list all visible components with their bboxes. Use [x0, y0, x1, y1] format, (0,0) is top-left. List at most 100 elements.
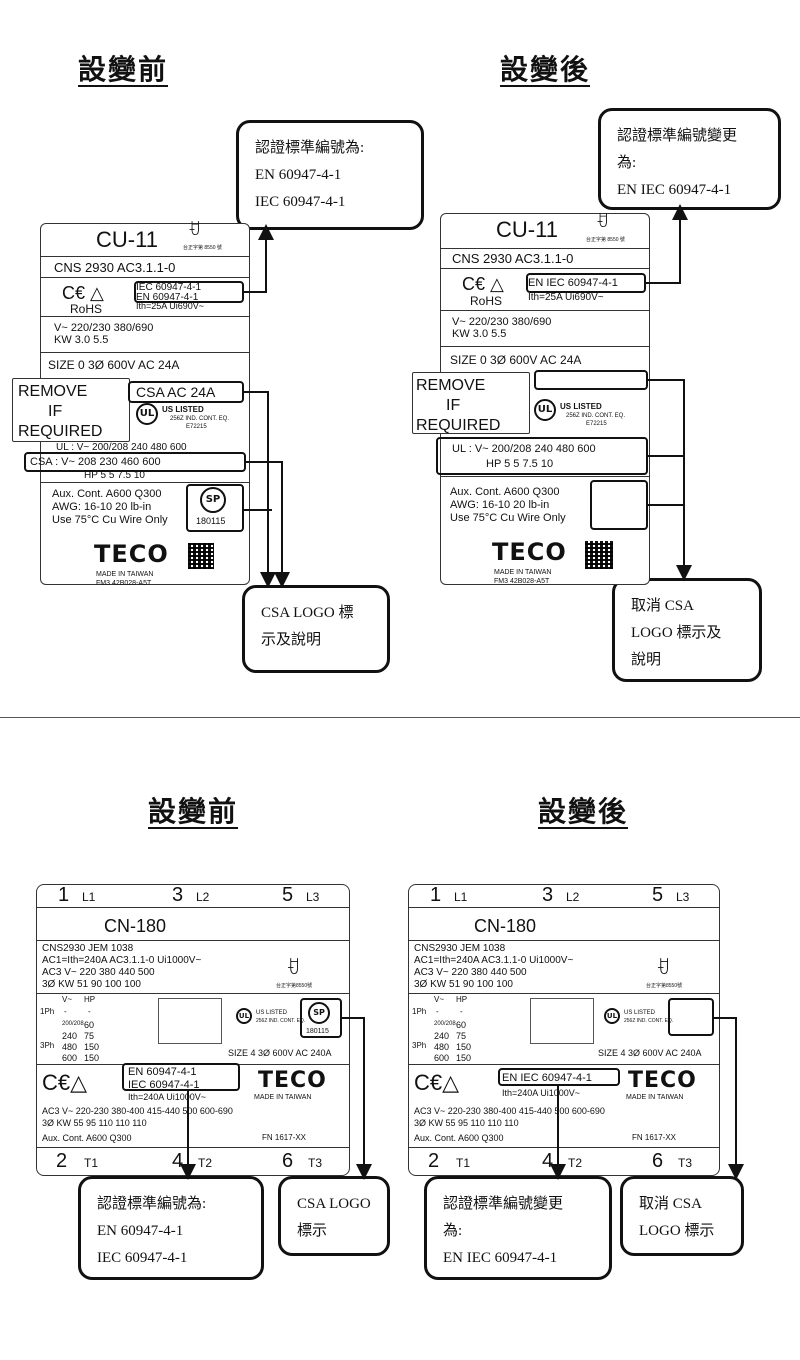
terminal-6: 6: [282, 1150, 294, 1172]
ac3-line: AC3 V~ 220 380 440 500: [42, 967, 155, 978]
hp-row: HP 5 5 7.5 10: [84, 470, 145, 481]
ac3-line: AC3 V~ 220 380 440 500: [414, 967, 527, 978]
callout-after-cert-standard: 認證標準編號變更 為: EN IEC 60947-4-1: [598, 108, 781, 210]
voltage-row: V~ 220/230 380/690: [452, 316, 552, 328]
callout-before-csa-logo-bottom: CSA LOGO 標示: [278, 1176, 390, 1256]
made-in-text: MADE IN TAIWAN: [626, 1094, 684, 1101]
terminal-t3: T3: [678, 1156, 693, 1170]
remove-line-3: REQUIRED: [18, 423, 103, 440]
ul-listed-text: US LISTED: [560, 402, 602, 411]
qr-code-icon: [585, 541, 613, 569]
kw-rating-row: 3Ø KW 55 95 110 110 110: [414, 1118, 519, 1128]
hp-table-hp: 60: [84, 1020, 95, 1030]
terminal-t1: T1: [84, 1156, 99, 1170]
terminal-t3: T3: [308, 1156, 323, 1170]
remove-line-2: IF: [446, 397, 461, 414]
callout-line: 標示: [297, 1223, 328, 1239]
csa-number: 180115: [196, 516, 226, 526]
cns-line: CNS2930 JEM 1038: [414, 943, 506, 954]
ul-voltage-row: UL : V~ 200/208 240 480 600: [56, 442, 187, 453]
terminal-4: 4: [542, 1150, 554, 1172]
hp-header: HP: [456, 995, 468, 1004]
cns-line: CNS 2930 AC3.1.1-0: [452, 251, 574, 266]
callout-line: 為:: [443, 1223, 463, 1239]
cert-mark-text: 台正字第8550號: [646, 983, 683, 989]
callout-line: 為:: [617, 155, 637, 171]
hp-table-v: 600: [62, 1053, 78, 1063]
cns-line: CNS 2930 AC3.1.1-0: [54, 260, 176, 275]
teco-logo: TECO: [94, 540, 169, 568]
kw-line: 3Ø KW 51 90 100 100: [414, 979, 513, 990]
size-line: SIZE 0 3Ø 600V AC 24A: [48, 358, 180, 372]
ith-line: Ith=240A Ui1000V~: [128, 1092, 207, 1102]
model-name: CU-11: [96, 227, 158, 252]
hp-table-hp: 150: [456, 1042, 472, 1052]
standard-line-2: IEC 60947-4-1: [128, 1079, 200, 1091]
e-number: E72215: [586, 421, 607, 427]
hp-table-hp: 75: [456, 1031, 467, 1041]
standard-line-1: IEC 60947-4-1: [136, 282, 202, 293]
model-name: CN-180: [104, 916, 167, 936]
terminal-t1: T1: [456, 1156, 471, 1170]
ul-listed-icon: UL: [604, 1008, 620, 1024]
callout-before-cert-standard: 認證標準編號為: EN 60947-4-1 IEC 60947-4-1: [236, 120, 424, 230]
top-after-heading: 設變後: [500, 53, 591, 86]
callout-line: 取消 CSA: [631, 598, 694, 614]
v-header: V~: [434, 995, 445, 1004]
callout-before-csa-logo: CSA LOGO 標 示及說明: [242, 585, 390, 673]
rohs-text: RoHS: [70, 302, 103, 316]
highlight-csa-rating: [128, 381, 244, 403]
terminal-1: 1: [430, 884, 442, 906]
cert-mark-icon: ꀀ: [188, 222, 201, 239]
callout-after-csa-logo-bottom: 取消 CSA LOGO 標示: [620, 1176, 744, 1256]
hp-table-v: 600: [434, 1053, 450, 1063]
kw-rating-row: 3Ø KW 55 95 110 110 110: [42, 1118, 147, 1128]
hp-table-hp: 60: [456, 1020, 467, 1030]
highlight-csa-logo: [186, 484, 244, 532]
hp-table-v: 480: [434, 1042, 450, 1052]
standard-line: EN IEC 60947-4-1: [502, 1072, 592, 1084]
fm-code: FM3 42B028-A5T: [494, 578, 550, 585]
rohs-text: RoHS: [470, 294, 503, 308]
bottom-before-heading: 設變前: [148, 795, 239, 828]
hp-table-hp: 150: [456, 1053, 472, 1063]
callout-line: EN IEC 60947-4-1: [443, 1250, 558, 1266]
hp-header: HP: [84, 995, 96, 1004]
ac3-rating-row: AC3 V~ 220-230 380-400 415-440 500 600-6…: [42, 1106, 233, 1116]
csa-logo-icon: SP: [308, 1002, 330, 1024]
cert-mark-text: 台正字第 8550 號: [586, 237, 625, 243]
terminal-2: 2: [56, 1150, 68, 1172]
phase-3-label: 3Ph: [412, 1041, 427, 1050]
highlight-standard: [526, 273, 646, 293]
phase-1-label: 1Ph: [412, 1007, 427, 1016]
terminal-3: 3: [542, 884, 554, 906]
wire-line: Use 75°C Cu Wire Only: [450, 512, 566, 524]
callout-line: 認證標準編號變更: [443, 1196, 564, 1212]
highlight-standard: [134, 281, 244, 303]
terminal-3: 3: [172, 884, 184, 906]
cns-line: CNS2930 JEM 1038: [42, 943, 134, 954]
hp-table-v: 200/208: [434, 1021, 456, 1027]
phase-1-label: 1Ph: [40, 1007, 55, 1016]
standard-line: EN IEC 60947-4-1: [528, 277, 618, 289]
terminal-l1: L1: [454, 890, 468, 904]
hp-table-hp: 75: [84, 1031, 95, 1041]
callout-line: IEC 60947-4-1: [97, 1250, 188, 1266]
ith-line: Ith=240A Ui1000V~: [502, 1088, 581, 1098]
aux-line: Aux. Cont. A600 Q300: [414, 1133, 504, 1143]
teco-logo: TECO: [628, 1068, 697, 1093]
cert-mark-text: 台正字第 8550 號: [183, 245, 222, 251]
remove-line-2: IF: [48, 403, 63, 420]
callout-line: 認證標準編號為:: [97, 1196, 207, 1212]
aux-line: Aux. Cont. A600 Q300: [52, 488, 162, 500]
ul-voltage-row: UL : V~ 200/208 240 480 600: [452, 443, 596, 455]
aux-line: Aux. Cont. A600 Q300: [42, 1133, 132, 1143]
size-line: SIZE 4 3Ø 600V AC 240A: [598, 1048, 702, 1058]
ac1-line: AC1=Ith=240A AC3.1.1-0 Ui1000V~: [42, 955, 202, 966]
fm-code: FM3 42B028-A5T: [96, 580, 152, 587]
ce-mark-icon: C€ △: [62, 283, 104, 303]
awg-line: AWG: 16-10 20 lb-in: [450, 499, 550, 511]
csa-voltage-row: CSA : V~ 208 230 460 600: [30, 456, 161, 468]
ce-mark-icon: C€ △: [462, 274, 504, 294]
hp-table-hp: 150: [84, 1053, 100, 1063]
